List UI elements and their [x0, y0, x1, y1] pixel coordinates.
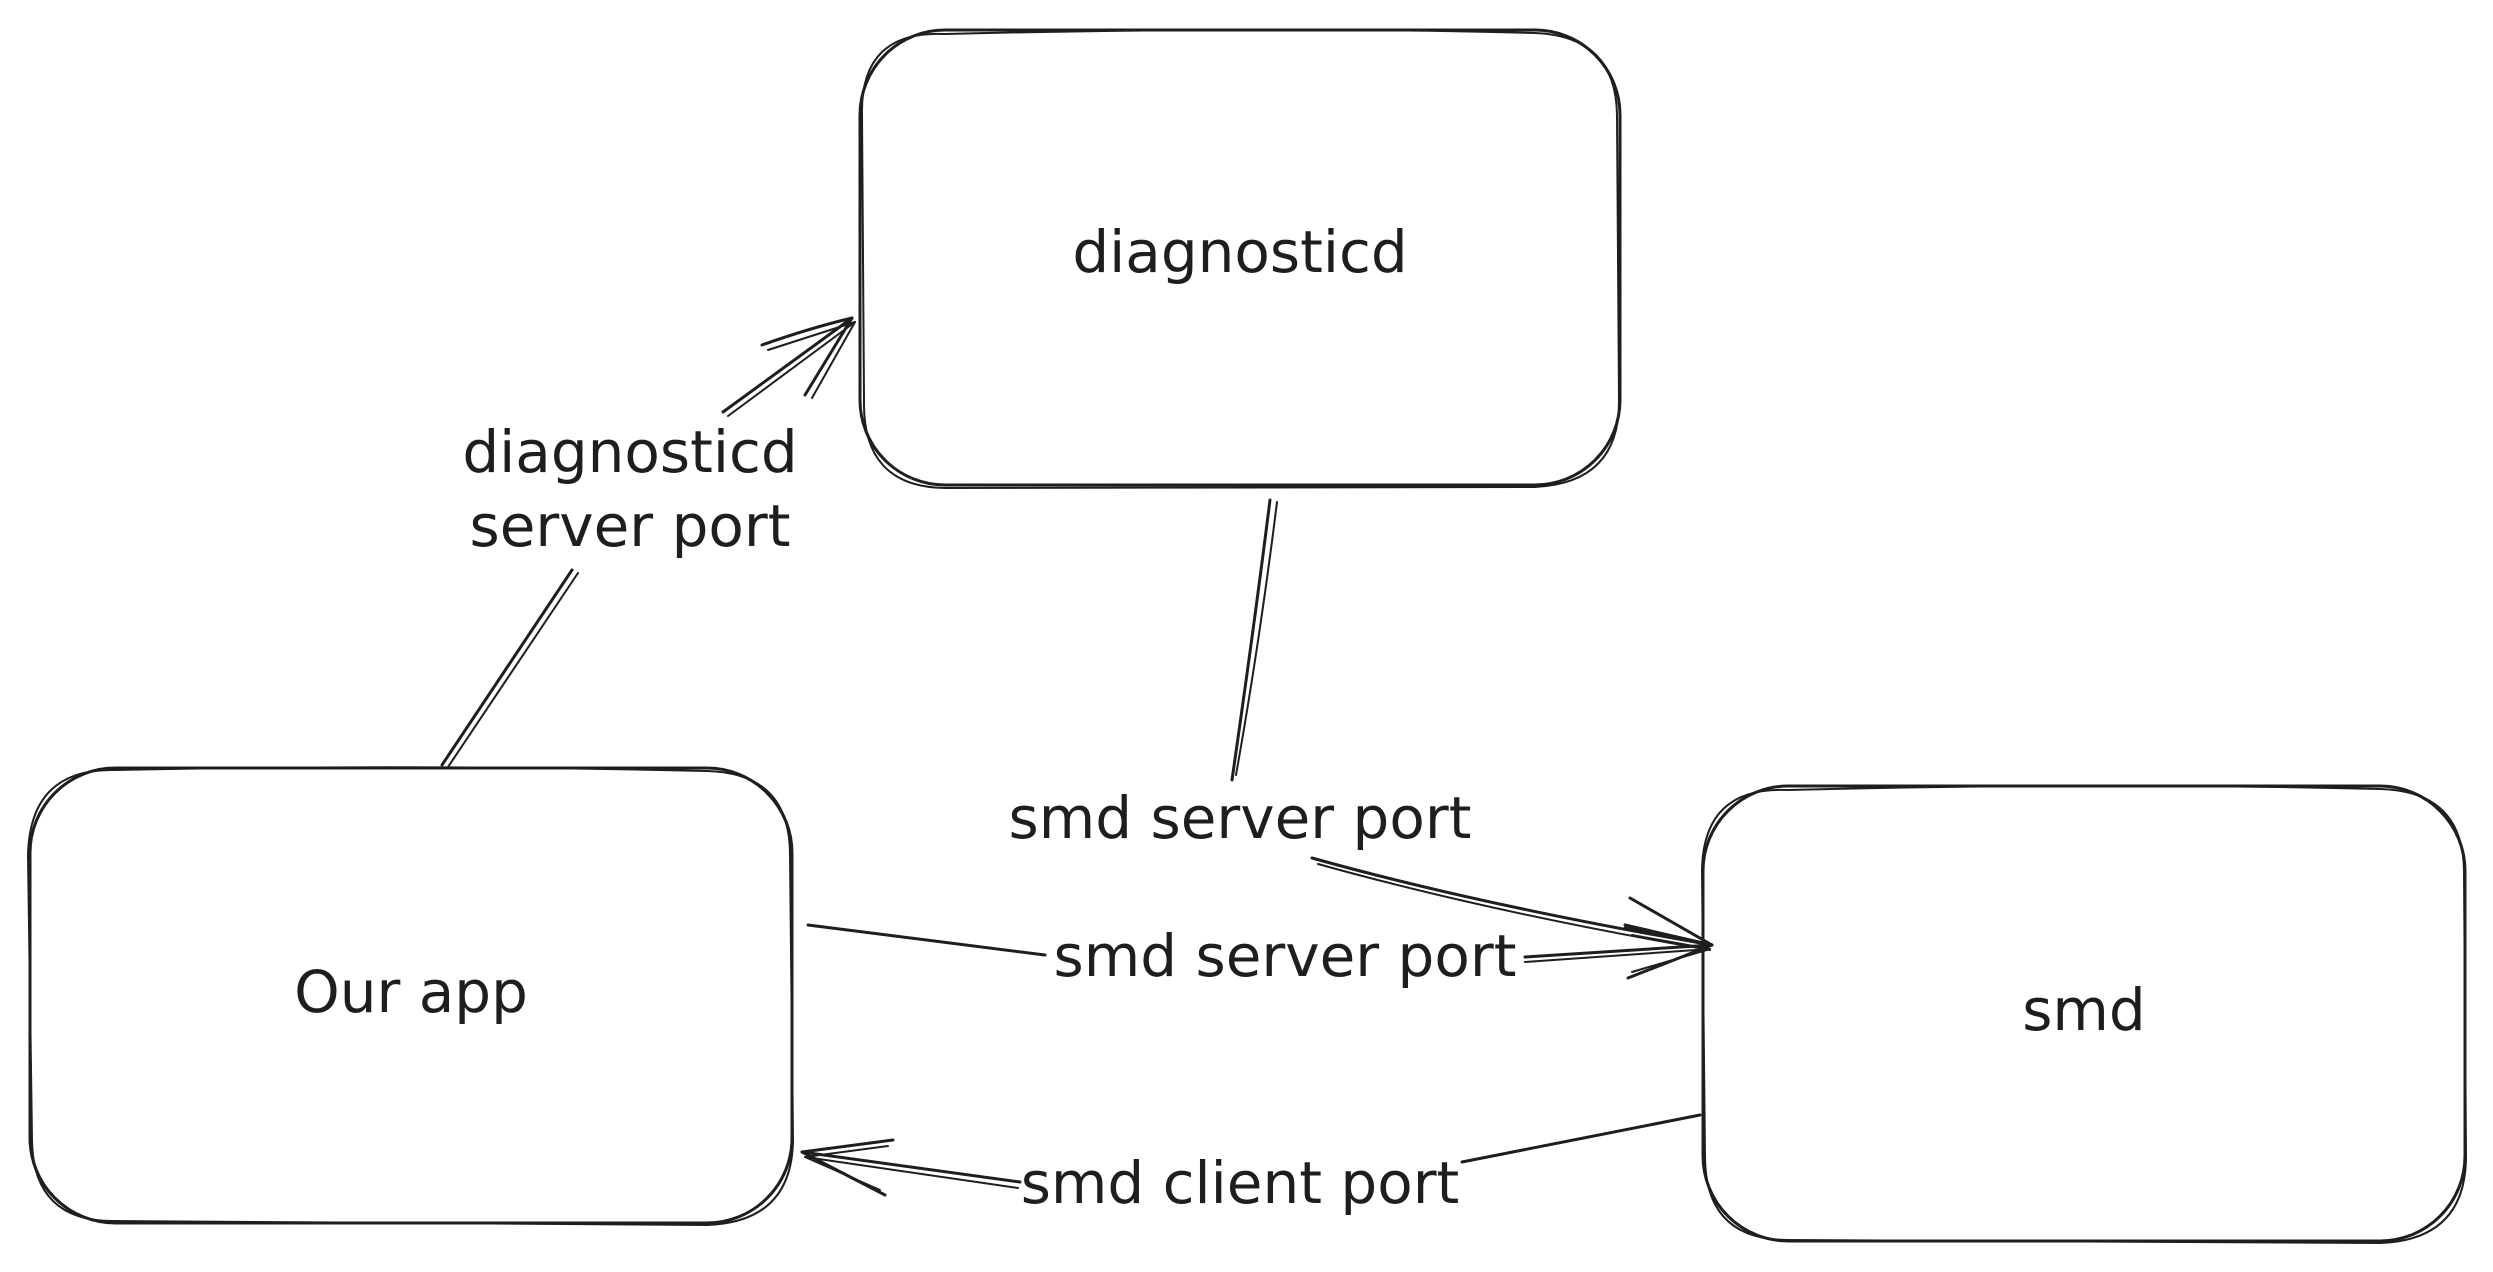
edge-app-to-diagnosticd-line-lower-sketch — [447, 572, 579, 768]
edge-app-to-smd-line-right — [1523, 943, 1714, 959]
node-diagnosticd[interactable]: diagnosticd — [858, 28, 1622, 489]
edge-smd-to-app-line-right — [1460, 1113, 1702, 1164]
edge-app-to-smd-label: smd server port — [1054, 922, 1517, 990]
edge-smd-to-app-arrowhead-sketch — [804, 1145, 889, 1191]
edge-smd-to-app-line-left-sketch — [804, 1156, 1019, 1189]
edge-app-to-smd-line-right-sketch — [1524, 948, 1711, 963]
edge-diagnosticd-to-smd-label: smd server port — [1009, 784, 1472, 852]
edge-app-to-smd[interactable]: smd server port — [806, 922, 1714, 990]
edge-app-to-diagnosticd-arrowhead-sketch — [767, 321, 856, 399]
edge-app-to-diagnosticd-label-line2: server port — [470, 492, 791, 560]
node-our-app-sketch-stroke — [27, 766, 794, 1226]
node-smd-label: smd — [2022, 976, 2146, 1044]
edge-smd-to-app-label: smd client port — [1021, 1149, 1460, 1217]
edge-app-to-smd-arrowhead-sketch — [1631, 934, 1711, 973]
edge-diagnosticd-to-smd[interactable]: smd server port — [1009, 498, 1714, 951]
edge-diagnosticd-to-smd-line-upper-sketch — [1235, 501, 1278, 776]
edge-app-to-diagnosticd-line-lower — [440, 568, 574, 767]
edge-app-to-diagnosticd-label-line1: diagnosticd — [462, 418, 797, 486]
edge-smd-to-app-line-left — [800, 1150, 1022, 1184]
edge-app-to-diagnosticd-line-upper — [721, 316, 854, 414]
node-smd[interactable]: smd — [1701, 784, 2467, 1244]
edge-diagnosticd-to-smd-line-lower-sketch — [1317, 863, 1711, 951]
node-diagnosticd-label: diagnosticd — [1072, 218, 1407, 286]
edge-app-to-diagnosticd[interactable]: diagnosticd server port — [440, 316, 856, 768]
node-our-app[interactable]: Our app — [27, 766, 794, 1226]
node-diagnosticd-sketch-stroke — [860, 28, 1621, 489]
node-our-app-label: Our app — [294, 958, 528, 1026]
edge-smd-to-app[interactable]: smd client port — [800, 1113, 1702, 1217]
edge-app-to-diagnosticd-arrowhead — [760, 316, 854, 397]
edge-app-to-smd-line-left — [806, 923, 1047, 957]
edge-app-to-smd-arrowhead — [1623, 926, 1714, 980]
edge-diagnosticd-to-smd-line-upper — [1230, 498, 1272, 782]
node-smd-sketch-stroke — [1701, 784, 2467, 1244]
edge-app-to-diagnosticd-line-upper-sketch — [727, 321, 856, 417]
